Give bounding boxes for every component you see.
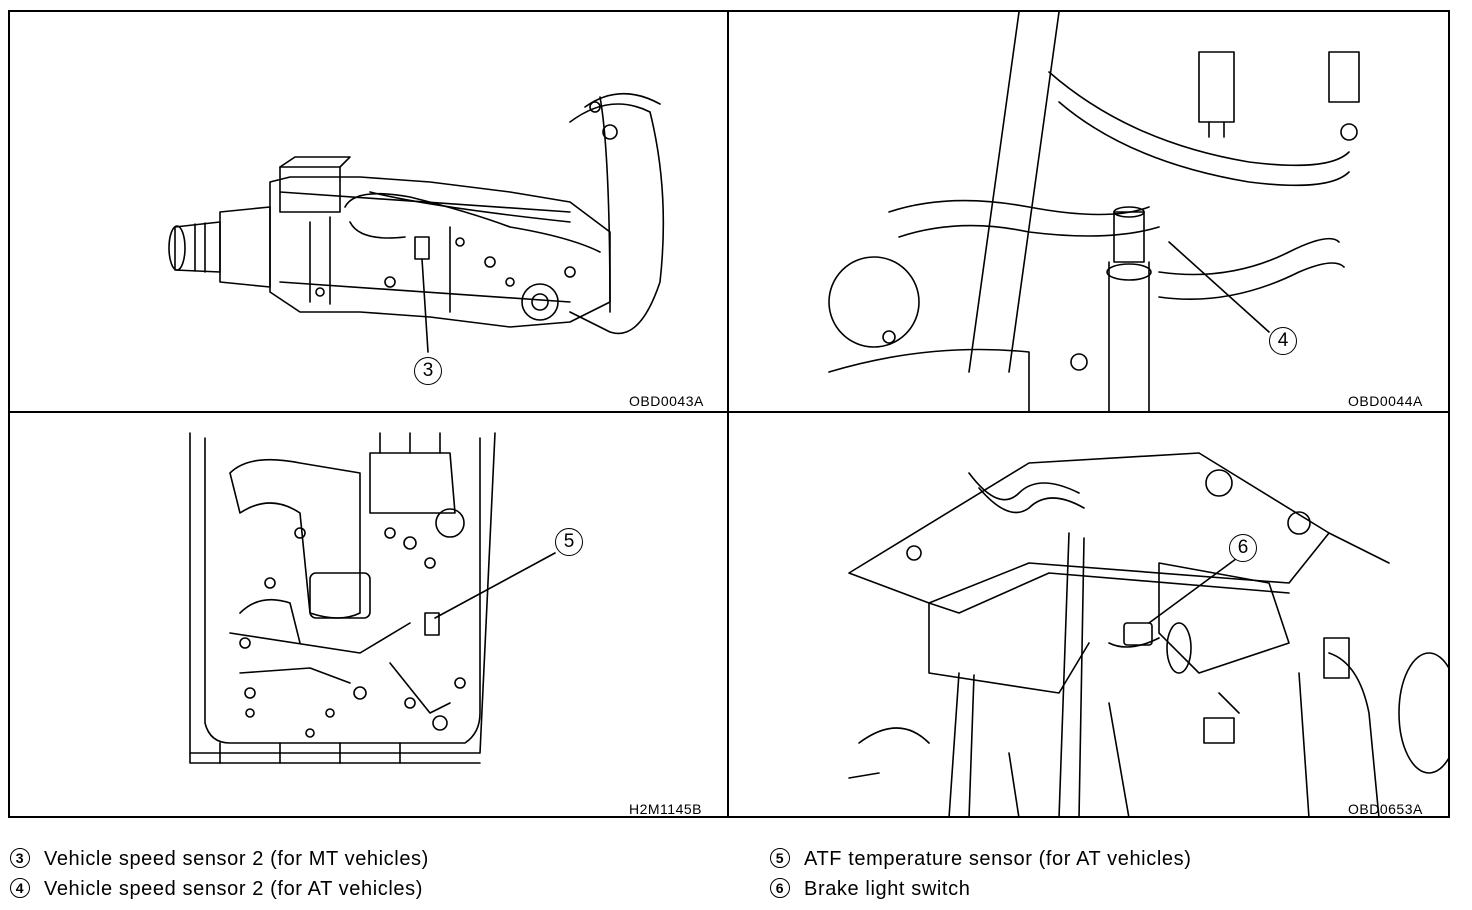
legend-item-4: 4 Vehicle speed sensor 2 (for AT vehicles… bbox=[10, 878, 423, 901]
legend-text-3: Vehicle speed sensor 2 (for MT vehicles) bbox=[44, 848, 429, 870]
figure-grid: 3 OBD0043A bbox=[8, 10, 1450, 818]
figure-code-1: OBD0043A bbox=[629, 393, 704, 409]
panel-atf-valve-body: 5 H2M1145B bbox=[10, 413, 727, 818]
legend-text-5: ATF temperature sensor (for AT vehicles) bbox=[804, 848, 1192, 870]
at-speed-sensor-drawing bbox=[828, 12, 1360, 411]
legend-text-4: Vehicle speed sensor 2 (for AT vehicles) bbox=[44, 878, 423, 900]
legend-text-6: Brake light switch bbox=[804, 878, 971, 900]
legend-number-6: 6 bbox=[770, 878, 790, 898]
vertical-divider bbox=[727, 12, 729, 816]
figure-code-3: H2M1145B bbox=[629, 801, 703, 817]
legend-number-4: 4 bbox=[10, 878, 30, 898]
callout-5: 5 bbox=[555, 528, 583, 556]
panel-mt-transmission: 3 OBD0043A bbox=[10, 12, 727, 411]
legend-item-5: 5 ATF temperature sensor (for AT vehicles… bbox=[770, 848, 1191, 871]
atf-valve-body-drawing bbox=[189, 432, 556, 764]
panel-at-speed-sensor: 4 OBD0044A bbox=[729, 12, 1450, 411]
figure-code-2: OBD0044A bbox=[1348, 393, 1423, 409]
legend-number-5: 5 bbox=[770, 848, 790, 868]
figure-code-4: OBD0653A bbox=[1348, 801, 1423, 817]
callout-4: 4 bbox=[1269, 327, 1297, 355]
legend-item-3: 3 Vehicle speed sensor 2 (for MT vehicles… bbox=[10, 848, 429, 871]
callout-3: 3 bbox=[414, 357, 442, 385]
panel-brake-light-switch: 6 OBD0653A bbox=[729, 413, 1450, 818]
mt-transmission-drawing bbox=[168, 92, 665, 353]
legend-number-3: 3 bbox=[10, 848, 30, 868]
brake-light-switch-drawing bbox=[848, 452, 1450, 818]
callout-6: 6 bbox=[1229, 534, 1257, 562]
horizontal-divider bbox=[10, 411, 1448, 413]
legend-item-6: 6 Brake light switch bbox=[770, 878, 970, 901]
